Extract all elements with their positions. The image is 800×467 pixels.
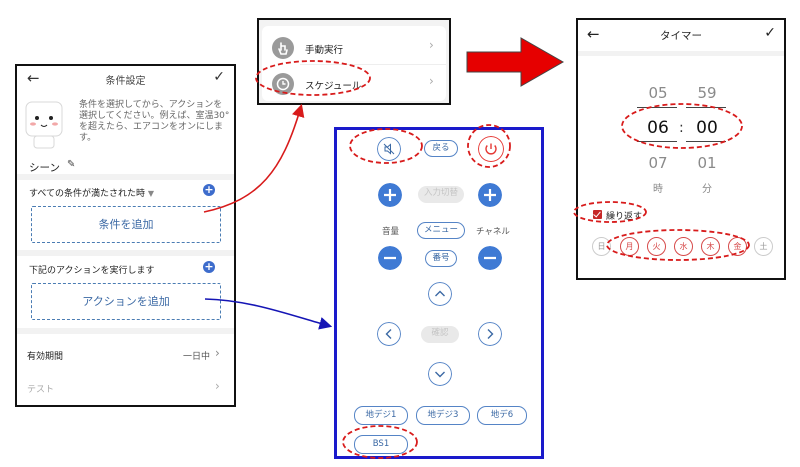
- add-action-button[interactable]: アクションを追加: [31, 283, 221, 320]
- menu-button[interactable]: メニュー: [417, 222, 465, 239]
- hand-tap-icon: [272, 37, 294, 59]
- input-switch-button[interactable]: 入力切替: [418, 186, 464, 203]
- day-sunday[interactable]: 日: [592, 237, 611, 256]
- check-icon[interactable]: ✓: [764, 25, 776, 41]
- page-title: 条件設定: [105, 76, 146, 87]
- channel-preset-button[interactable]: BS1: [354, 435, 408, 454]
- channel-preset-button[interactable]: 地デ6: [477, 406, 527, 425]
- divider: [300, 64, 446, 65]
- repeat-checkbox[interactable]: [593, 210, 602, 219]
- minute-unit: 分: [702, 184, 712, 195]
- remote-control-screen: 戻る 入力切替 音量 メニュー チャネル 番号 確認 地デジ1 地デジ3 地デ6…: [334, 127, 544, 459]
- up-arrow-button[interactable]: [428, 282, 452, 306]
- day-wednesday[interactable]: 水: [674, 237, 693, 256]
- volume-up-button[interactable]: [378, 183, 402, 207]
- validity-value: 一日中: [183, 352, 211, 362]
- minute-option[interactable]: 59: [697, 84, 717, 102]
- down-arrow-button[interactable]: [428, 362, 452, 386]
- hour-option[interactable]: 05: [648, 84, 668, 102]
- condition-settings-screen: ← 条件設定 ✓ 条件を選択してから、アクションを 選択してください。例えば、室…: [15, 64, 236, 407]
- check-icon[interactable]: ✓: [213, 69, 225, 85]
- divider: [17, 250, 234, 256]
- back-arrow-icon[interactable]: ←: [27, 69, 40, 87]
- back-arrow-icon[interactable]: ←: [587, 25, 600, 43]
- chevron-right-icon[interactable]: ›: [215, 379, 220, 393]
- channel-down-button[interactable]: [478, 246, 502, 270]
- minute-selected[interactable]: 00: [696, 118, 718, 138]
- rule-type-menu: 手動実行 › スケジュール ›: [257, 18, 451, 105]
- divider: [578, 51, 784, 56]
- divider: [17, 328, 234, 334]
- day-monday[interactable]: 月: [620, 237, 639, 256]
- mascot-icon: [25, 101, 63, 149]
- hour-option[interactable]: 07: [648, 154, 668, 172]
- day-thursday[interactable]: 木: [701, 237, 720, 256]
- actions-header: 下記のアクションを実行します: [29, 266, 155, 276]
- number-button[interactable]: 番号: [425, 250, 457, 267]
- channel-up-button[interactable]: [478, 183, 502, 207]
- divider: [686, 141, 726, 142]
- mute-button[interactable]: [377, 137, 401, 161]
- left-arrow-button[interactable]: [377, 322, 401, 346]
- big-arrow-icon: [466, 37, 565, 87]
- ok-button[interactable]: 確認: [421, 326, 459, 343]
- scene-label: シーン: [29, 162, 60, 174]
- power-button[interactable]: [478, 136, 504, 162]
- chevron-right-icon[interactable]: ›: [429, 38, 434, 52]
- header-bar: ← 条件設定 ✓: [17, 66, 234, 92]
- chevron-right-icon[interactable]: ›: [215, 346, 220, 360]
- volume-down-button[interactable]: [378, 246, 402, 270]
- day-saturday[interactable]: 土: [754, 237, 773, 256]
- day-friday[interactable]: 金: [728, 237, 747, 256]
- right-arrow-button[interactable]: [478, 322, 502, 346]
- validity-label[interactable]: 有効期間: [27, 352, 64, 362]
- manual-run-item[interactable]: 手動実行: [305, 45, 344, 56]
- hint-text: 条件を選択してから、アクションを 選択してください。例えば、室温30° を超えた…: [79, 100, 230, 143]
- repeat-label[interactable]: 繰り返す: [606, 212, 643, 222]
- volume-label: 音量: [382, 227, 400, 237]
- add-condition-plus-icon[interactable]: +: [203, 183, 215, 196]
- pencil-icon[interactable]: ✎: [67, 159, 76, 170]
- timer-screen: ← タイマー ✓ 05 59 06 : 00 07 01 時 分 繰り返す 日 …: [576, 18, 786, 280]
- page-title: タイマー: [660, 30, 702, 42]
- clock-icon: [272, 73, 294, 95]
- divider: [686, 107, 726, 108]
- minute-option[interactable]: 01: [697, 154, 717, 172]
- hour-selected[interactable]: 06: [647, 118, 669, 138]
- time-colon: :: [679, 120, 684, 136]
- back-button[interactable]: 戻る: [424, 140, 458, 157]
- channel-preset-button[interactable]: 地デジ1: [354, 406, 408, 425]
- test-label[interactable]: テスト: [27, 385, 55, 395]
- schedule-item[interactable]: スケジュール: [305, 81, 362, 92]
- add-condition-button[interactable]: 条件を追加: [31, 206, 221, 243]
- divider: [17, 174, 234, 180]
- divider: [637, 107, 677, 108]
- menu-card: 手動実行 › スケジュール ›: [262, 26, 446, 101]
- chevron-right-icon[interactable]: ›: [429, 74, 434, 88]
- channel-label: チャネル: [476, 227, 510, 237]
- add-action-plus-icon[interactable]: +: [203, 260, 215, 273]
- channel-preset-button[interactable]: 地デジ3: [416, 406, 470, 425]
- hour-unit: 時: [653, 184, 663, 195]
- divider: [637, 141, 677, 142]
- caret-down-icon: ▼: [147, 189, 155, 198]
- day-tuesday[interactable]: 火: [647, 237, 666, 256]
- conditions-header[interactable]: すべての条件が満たされた時 ▼: [29, 189, 155, 199]
